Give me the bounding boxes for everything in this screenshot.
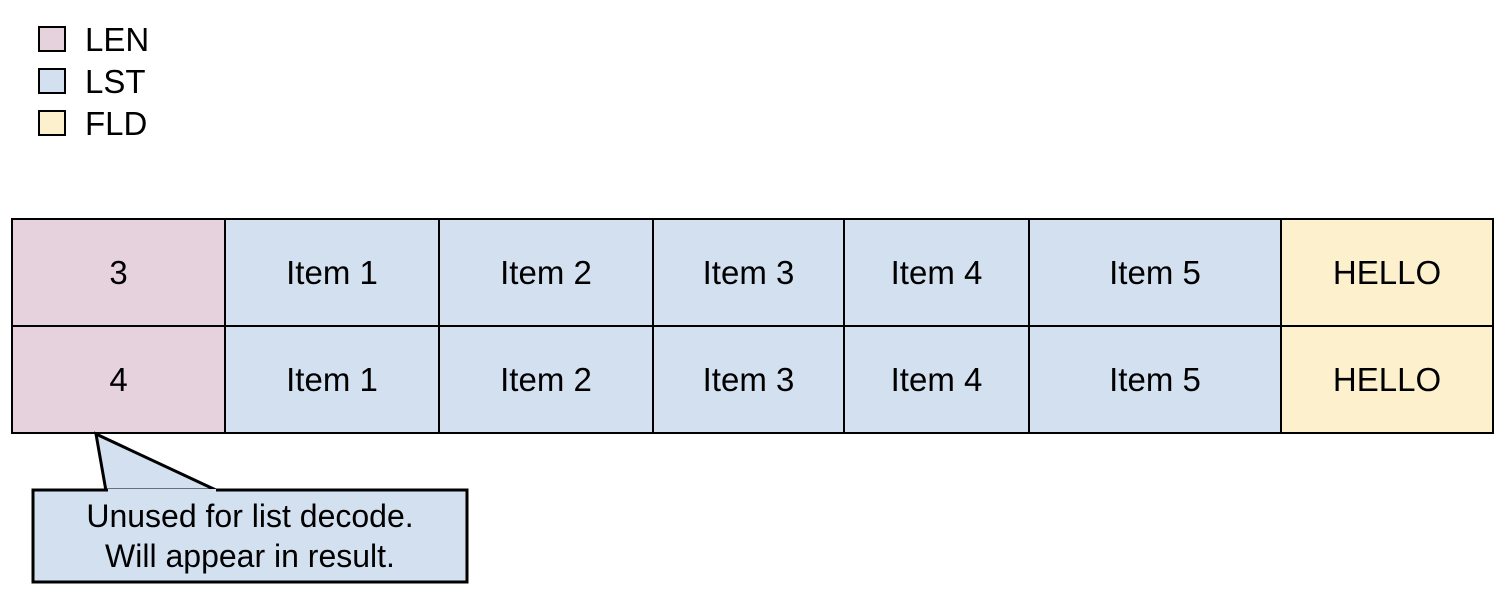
cell-len: 4 — [11, 325, 226, 434]
cell-item-5: Item 5 — [1028, 218, 1282, 327]
callout-line-1: Unused for list decode. — [86, 498, 414, 534]
cell-item-1: Item 1 — [224, 218, 440, 327]
lst-swatch-icon — [38, 68, 66, 94]
table-row: 4 Item 1 Item 2 Item 3 Item 4 Item 5 HEL… — [11, 325, 1494, 434]
cell-len: 3 — [11, 218, 226, 327]
cell-item-1: Item 1 — [224, 325, 440, 434]
fld-swatch-icon — [38, 110, 66, 136]
cell-item-2: Item 2 — [438, 218, 654, 327]
legend-label-len: LEN — [85, 20, 150, 58]
callout-text: Unused for list decode. Will appear in r… — [33, 490, 467, 582]
legend-item-lst: LST — [38, 60, 149, 102]
callout-line-2: Will appear in result. — [105, 538, 395, 574]
legend-label-lst: LST — [85, 62, 146, 100]
legend-item-len: LEN — [38, 18, 149, 60]
cell-fld: HELLO — [1280, 218, 1494, 327]
cell-item-3: Item 3 — [652, 218, 845, 327]
cell-item-2: Item 2 — [438, 325, 654, 434]
table-row: 3 Item 1 Item 2 Item 3 Item 4 Item 5 HEL… — [11, 218, 1494, 327]
legend-label-fld: FLD — [85, 104, 148, 142]
callout-tail-icon — [94, 431, 219, 493]
legend-item-fld: FLD — [38, 102, 149, 144]
cell-item-3: Item 3 — [652, 325, 845, 434]
cell-fld: HELLO — [1280, 325, 1494, 434]
cell-item-4: Item 4 — [843, 325, 1030, 434]
len-swatch-icon — [38, 26, 66, 52]
structure-table: 3 Item 1 Item 2 Item 3 Item 4 Item 5 HEL… — [11, 218, 1494, 434]
legend: LEN LST FLD — [38, 18, 149, 144]
cell-item-5: Item 5 — [1028, 325, 1282, 434]
cell-item-4: Item 4 — [843, 218, 1030, 327]
